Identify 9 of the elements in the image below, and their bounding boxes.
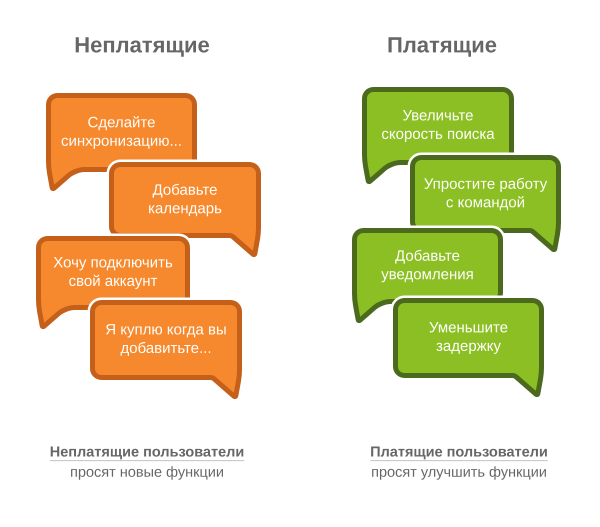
speech-bubble: Уменьшите задержку — [390, 296, 546, 400]
caption-text: просят улучшить функции — [372, 466, 546, 480]
column-heading: Неплатящие — [76, 37, 210, 57]
column-heading: Платящие — [388, 37, 496, 57]
caption-text: просят новые функции — [71, 466, 223, 480]
speech-bubble: Я куплю когда вы добавитьте... — [88, 298, 244, 402]
caption-title: Платящие пользователи — [370, 446, 548, 462]
caption-title: Неплатящие пользователи — [50, 446, 244, 462]
speech-bubble: Добавьте календарь — [106, 160, 264, 260]
